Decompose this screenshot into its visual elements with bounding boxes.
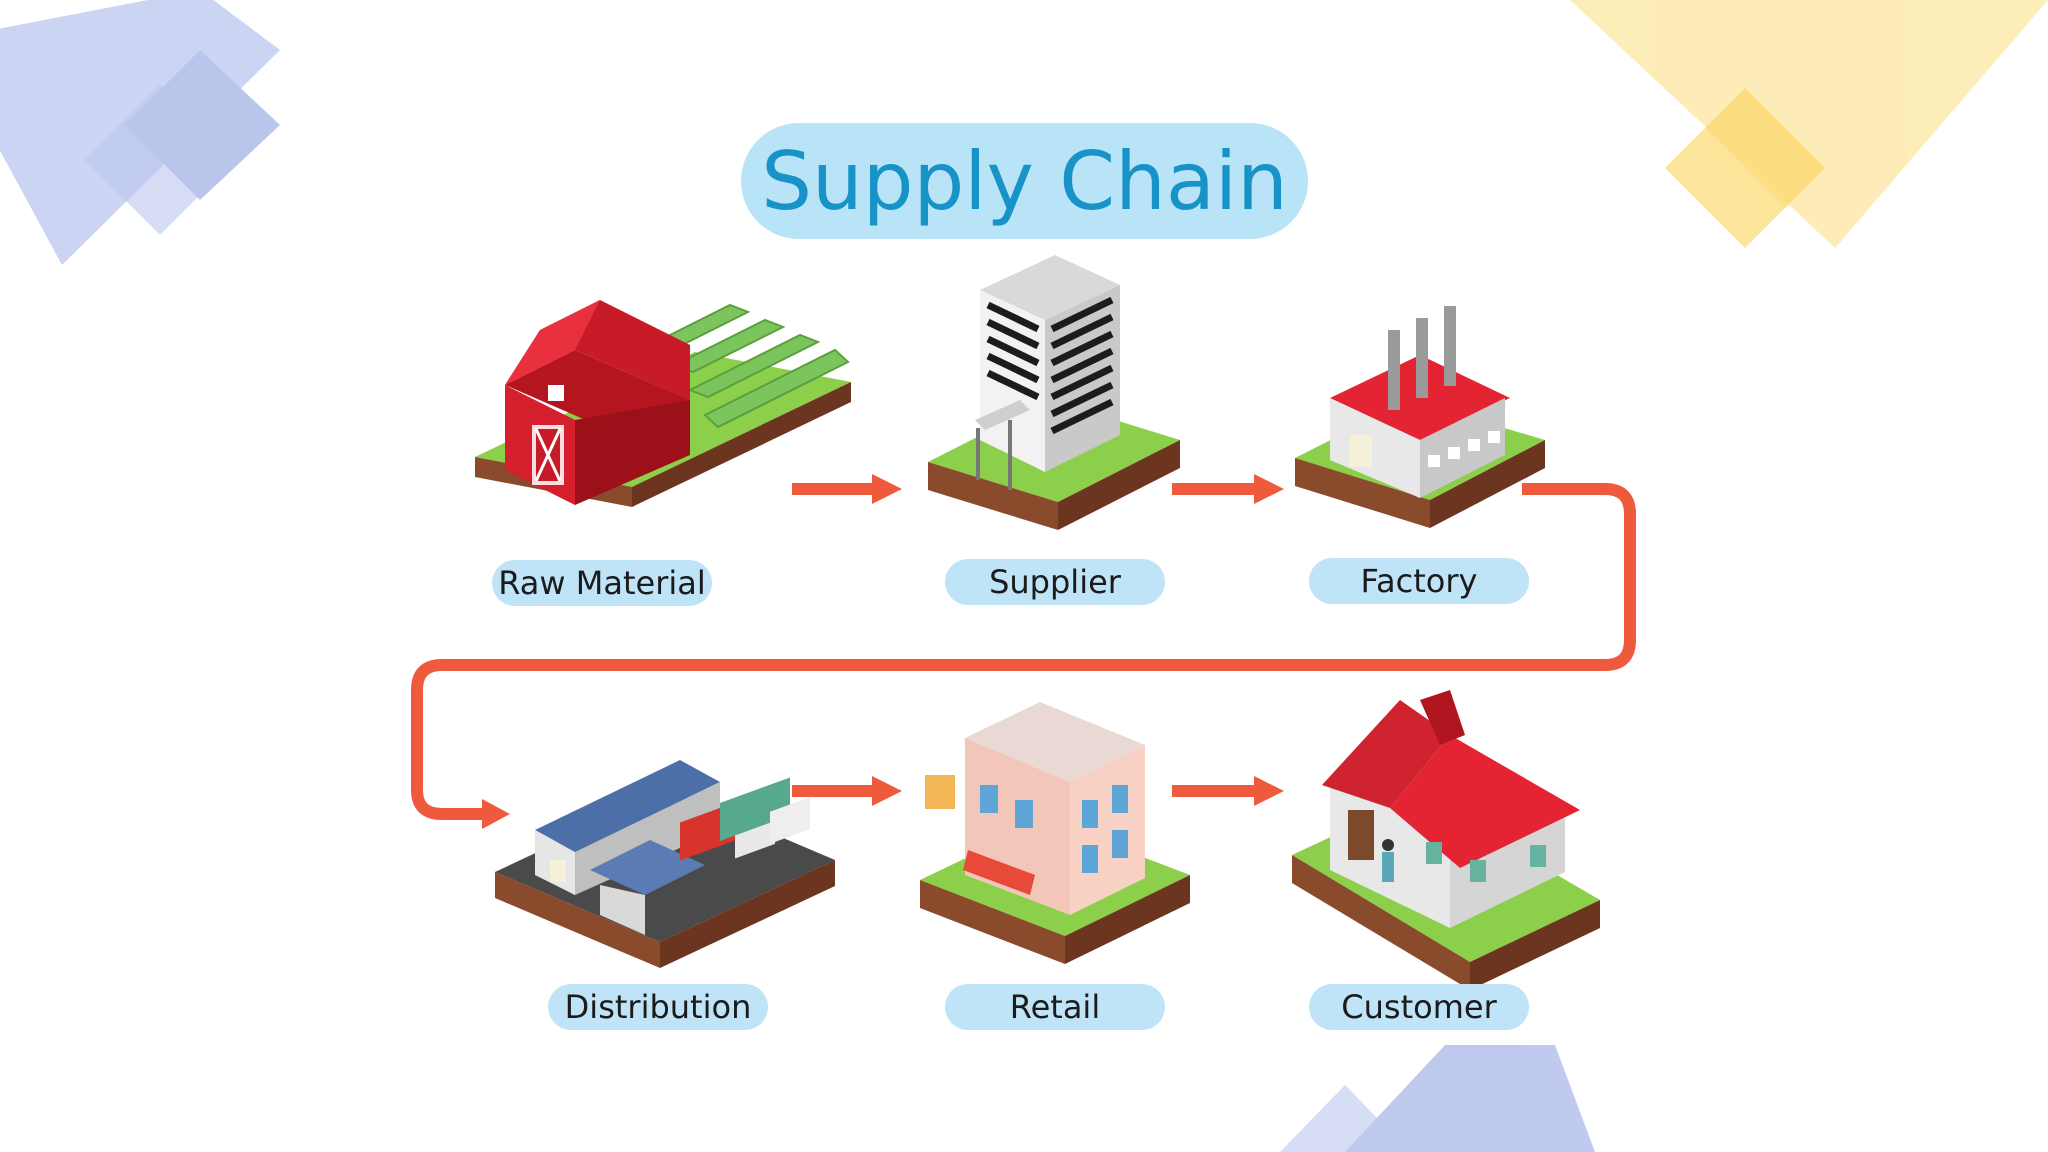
stage-label-retail: Retail	[945, 984, 1165, 1030]
stage-label-customer: Customer	[1309, 984, 1529, 1030]
stage-label-supplier: Supplier	[945, 559, 1165, 605]
arrow-retail-to-customer	[1172, 776, 1284, 806]
diagram-title: Supply Chain	[741, 123, 1308, 239]
arrow-supplier-to-factory	[1172, 474, 1284, 504]
bottom-diamonds	[1280, 1045, 1595, 1152]
top-right-diamonds	[1570, 0, 2048, 248]
house-icon	[1292, 690, 1600, 990]
arrow-raw-to-supplier	[792, 474, 902, 504]
arrow-head-distribution	[482, 799, 510, 829]
stage-label-distribution: Distribution	[548, 984, 768, 1030]
office-building-icon	[928, 255, 1180, 530]
arrow-distribution-to-retail	[792, 776, 902, 806]
factory-icon	[1295, 306, 1545, 528]
barn-field-icon	[475, 300, 851, 507]
top-left-diamonds	[0, 0, 280, 265]
warehouse-icon	[495, 760, 835, 968]
arrow-factory-to-distribution	[411, 483, 1636, 820]
retail-store-icon	[920, 702, 1190, 964]
stage-label-factory: Factory	[1309, 558, 1529, 604]
stage-label-raw-material: Raw Material	[492, 560, 712, 606]
